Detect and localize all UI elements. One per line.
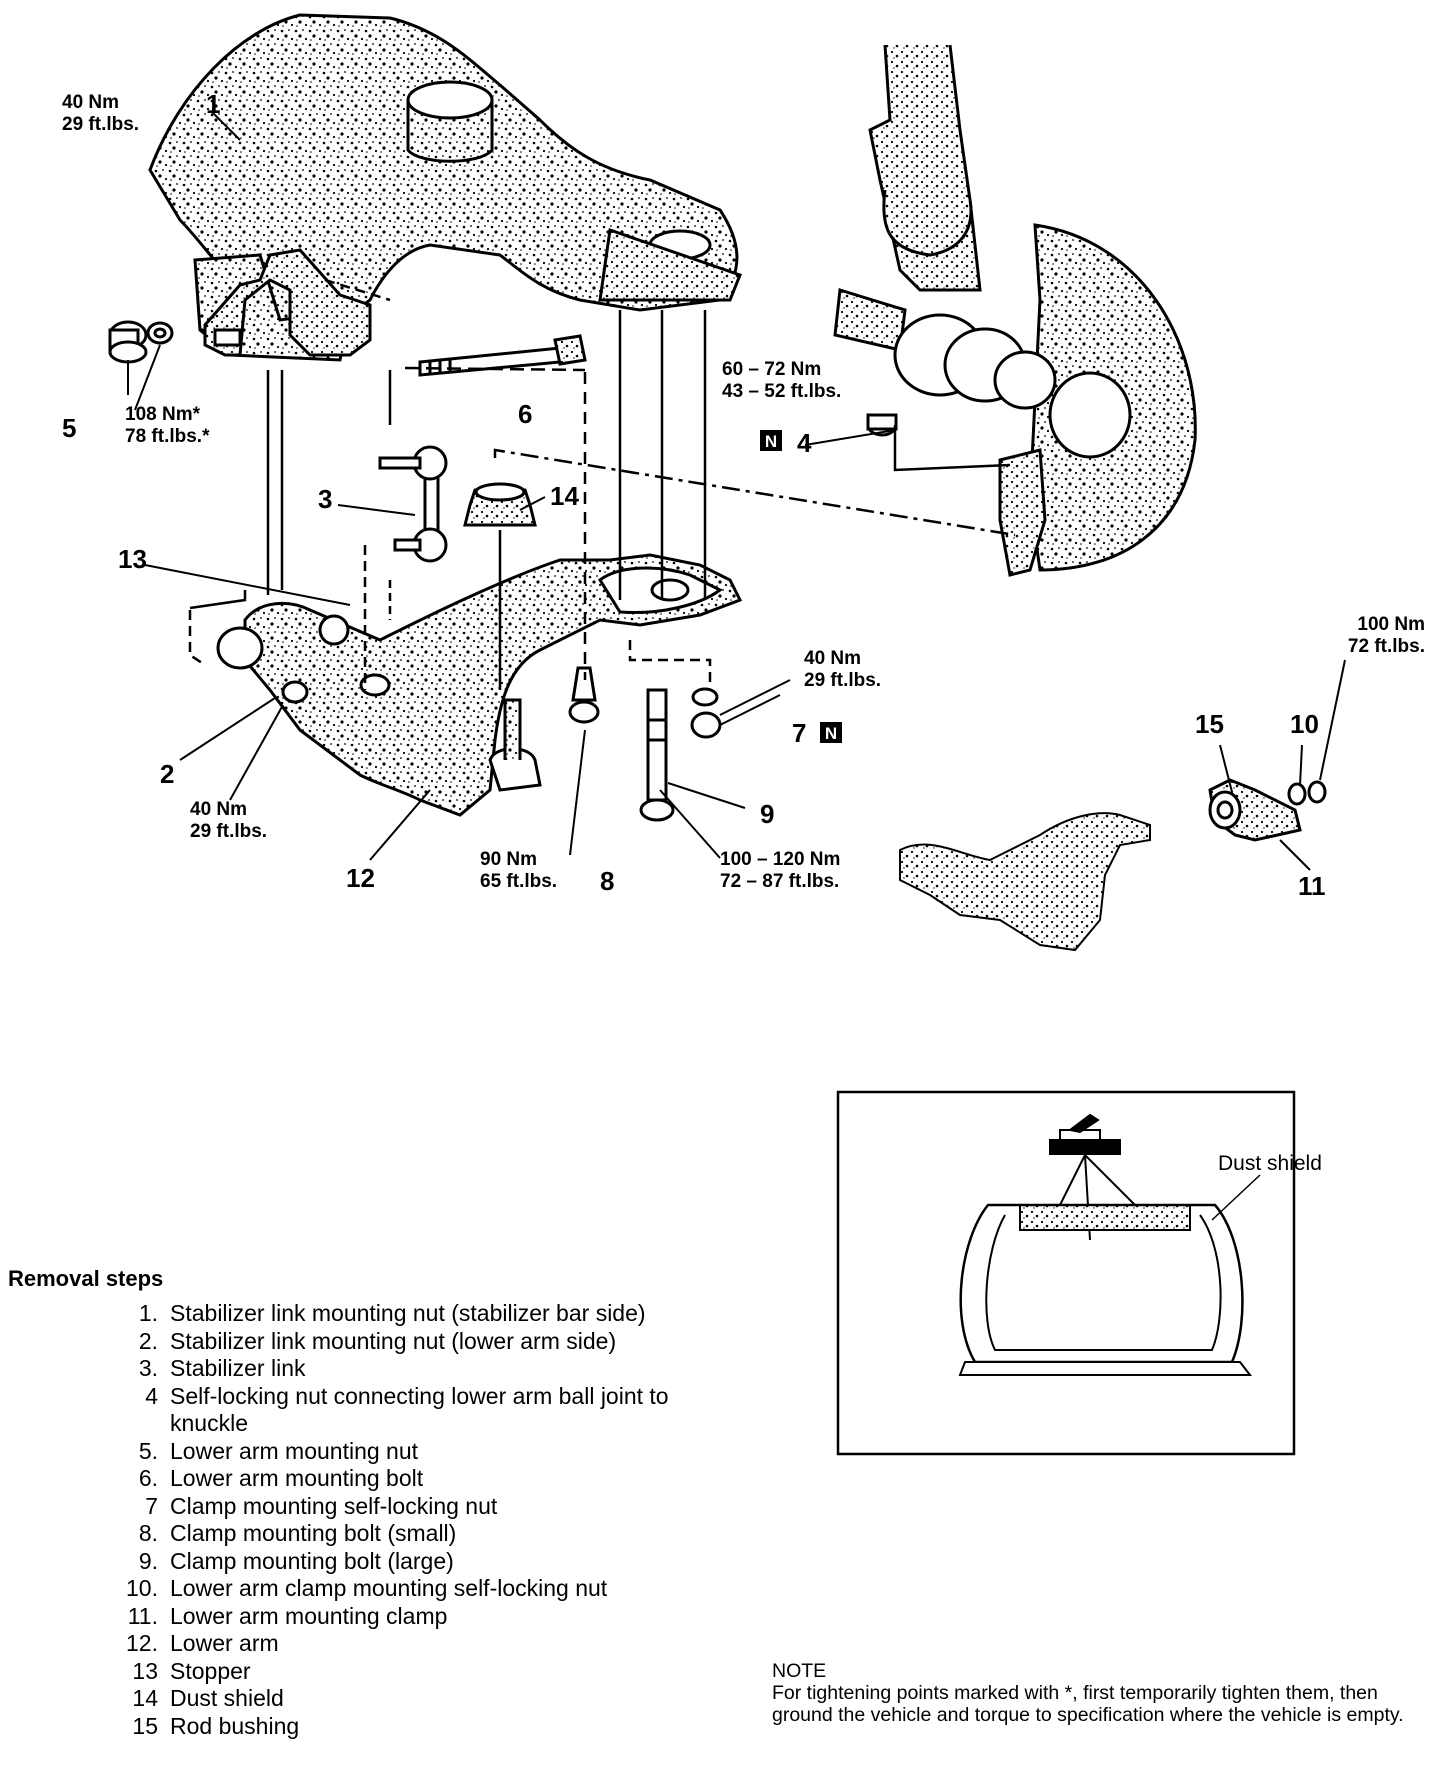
list-item: 10.Lower arm clamp mounting self-locking… xyxy=(126,1575,608,1601)
list-item: 5.Lower arm mounting nut xyxy=(138,1437,419,1464)
part-number-10: 10 xyxy=(1290,709,1319,739)
list-item: 1.Stabilizer link mounting nut (stabiliz… xyxy=(138,1300,646,1326)
clamp-bolt-large xyxy=(639,688,675,822)
new-part-badge-7: N xyxy=(820,722,842,743)
list-item: 9.Clamp mounting bolt (large) xyxy=(138,1547,454,1574)
drive-shaft-boot xyxy=(893,313,1057,410)
part-number-4: 4 xyxy=(797,428,812,458)
part-number-3: 3 xyxy=(318,484,332,514)
part-number-13: 13 xyxy=(118,544,147,574)
part-number-9: 9 xyxy=(760,799,774,829)
brake-disc xyxy=(1028,223,1197,572)
removal-steps-list: 1.Stabilizer link mounting nut (stabiliz… xyxy=(106,1300,706,1740)
lower-arm-mounting-nut xyxy=(108,320,148,364)
dust-shield-inset: Dust shield xyxy=(836,1090,1322,1456)
list-item: 8.Clamp mounting bolt (small) xyxy=(138,1520,457,1546)
part-number-1: 1 xyxy=(206,89,220,119)
washer xyxy=(146,321,174,345)
knuckle-arm xyxy=(998,448,1047,577)
note-text: For tightening points marked with *, fir… xyxy=(772,1682,1404,1726)
note-block: NOTE For tightening points marked with *… xyxy=(772,1660,1432,1726)
list-item: 2.Stabilizer link mounting nut (lower ar… xyxy=(138,1327,617,1354)
grease-gun-icon xyxy=(1049,1113,1121,1155)
part-number-11: 11 xyxy=(1298,871,1326,901)
clamp-nut-10 xyxy=(1287,780,1327,806)
svg-text:N: N xyxy=(825,724,837,743)
part-number-15: 15 xyxy=(1195,709,1224,739)
stopper xyxy=(318,614,350,646)
svg-text:N: N xyxy=(765,432,777,451)
list-item: 3.Stabilizer link xyxy=(138,1355,306,1381)
list-item: 11.Lower arm mounting clamp xyxy=(127,1602,448,1629)
part-number-5: 5 xyxy=(62,413,76,443)
new-part-badge-4: N xyxy=(760,430,782,451)
stabilizer-link xyxy=(378,445,448,563)
stabilizer-bracket xyxy=(203,248,372,357)
part-number-14: 14 xyxy=(550,481,579,511)
strut-knuckle-assembly xyxy=(833,44,982,352)
note-heading: NOTE xyxy=(772,1660,827,1682)
clamp-bolt-small xyxy=(568,666,600,724)
list-item: 6.Lower arm mounting bolt xyxy=(138,1465,424,1491)
lower-arm xyxy=(216,553,743,817)
assembly-lines xyxy=(188,278,1016,690)
part-number-6: 6 xyxy=(518,399,532,429)
list-item: 12.Lower arm xyxy=(126,1630,279,1656)
removal-steps-title: Removal steps xyxy=(8,1266,164,1291)
lower-arm-small-view xyxy=(899,812,1151,952)
dust-shield-label: Dust shield xyxy=(1218,1152,1322,1175)
dust-shield-part xyxy=(463,482,537,527)
rod-bushing xyxy=(1208,790,1242,830)
clamp-nut xyxy=(690,687,722,739)
part-number-8: 8 xyxy=(600,866,614,896)
part-number-2: 2 xyxy=(160,759,174,789)
lower-arm-mounting-bolt xyxy=(418,334,587,377)
leader-lines xyxy=(127,111,1346,871)
part-number-7: 7 xyxy=(792,718,806,748)
torque-label-5: 108 Nm*78 ft.lbs.* xyxy=(125,404,210,447)
part-number-12: 12 xyxy=(346,863,375,893)
